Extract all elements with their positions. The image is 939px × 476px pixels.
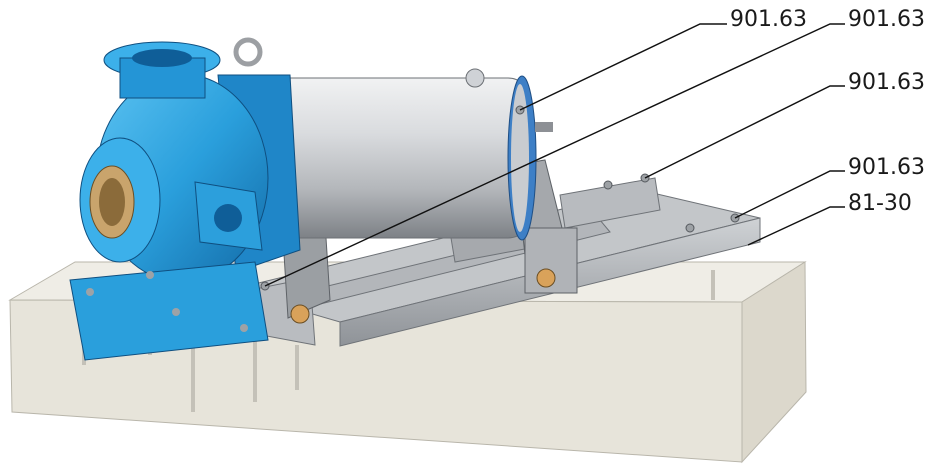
motor: [267, 68, 553, 241]
callout-label-901-63: 901.63: [848, 7, 925, 32]
leader-line-3: [644, 85, 845, 179]
leader-line-2: [264, 23, 845, 287]
pump-casing: [69, 37, 301, 361]
leader-line-5: [747, 206, 845, 246]
callout-label-901-63: 901.63: [848, 70, 925, 95]
leader-line-4: [734, 170, 845, 219]
leader-lines: [264, 23, 845, 287]
callout-label-901-63: 901.63: [848, 155, 925, 180]
leader-line-1: [519, 23, 727, 111]
callout-label-901-63: 901.63: [730, 7, 807, 32]
callout-label-81-30: 81-30: [848, 191, 912, 216]
